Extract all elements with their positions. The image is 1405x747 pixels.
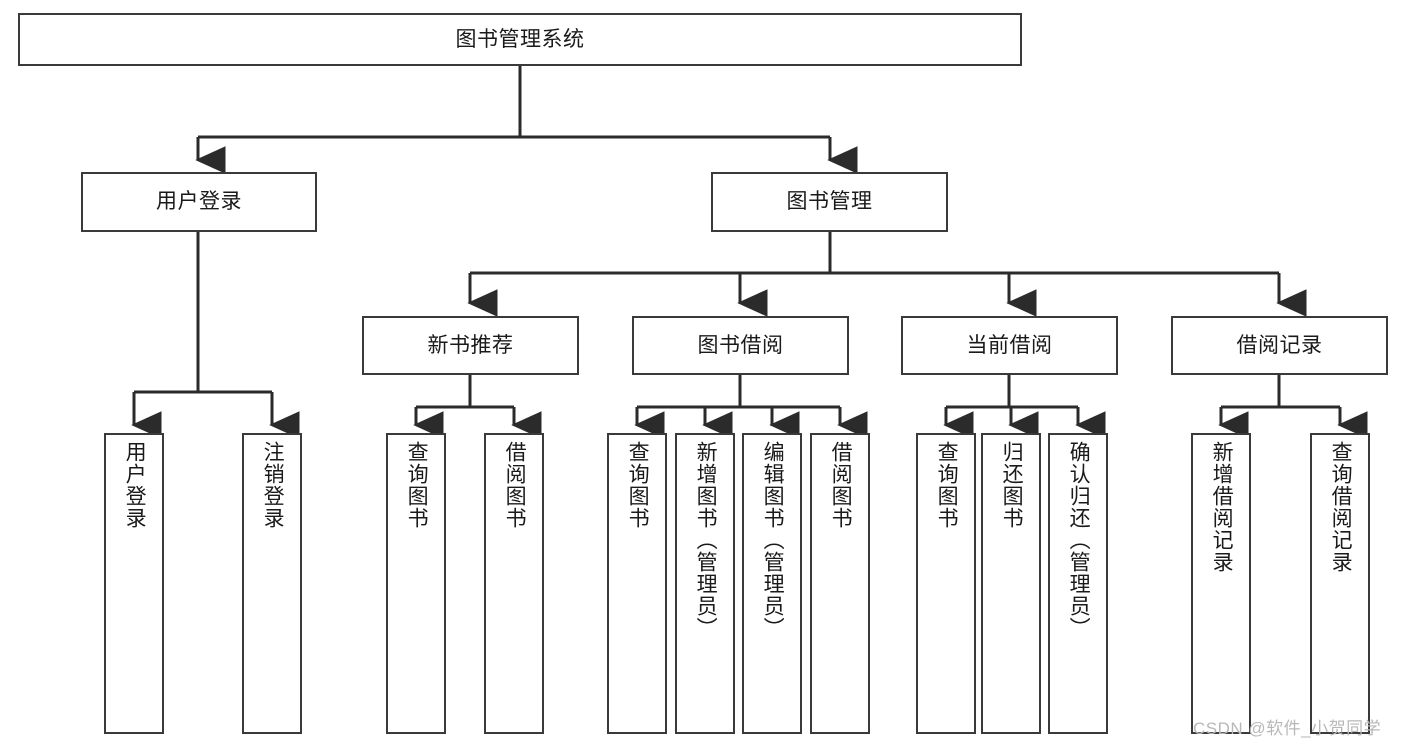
node-current-borrow-label: 当前借阅 (966, 333, 1053, 357)
leaf-user-login-signin-label: 用户登录 (123, 441, 147, 529)
node-current-borrow[interactable]: 当前借阅 (901, 316, 1118, 375)
leaf-borrow-record-add-label: 新增借阅记录 (1210, 441, 1234, 573)
node-book-management-label: 图书管理 (786, 190, 873, 214)
leaf-current-borrow-query-label: 查询图书 (935, 441, 959, 529)
leaf-borrow-record-query[interactable]: 查询借阅记录 (1310, 433, 1370, 734)
leaf-current-borrow-confirm-label: 确认归还（管理员） (1067, 441, 1091, 639)
leaf-user-login-signout[interactable]: 注销登录 (242, 433, 302, 734)
leaf-book-borrow-add[interactable]: 新增图书（管理员） (675, 433, 735, 734)
leaf-book-borrow-query[interactable]: 查询图书 (607, 433, 667, 734)
node-new-book-recommend[interactable]: 新书推荐 (362, 316, 579, 375)
leaf-current-borrow-query[interactable]: 查询图书 (916, 433, 976, 734)
leaf-new-book-query[interactable]: 查询图书 (386, 433, 446, 734)
leaf-book-borrow-add-label: 新增图书（管理员） (694, 441, 718, 639)
leaf-borrow-record-query-label: 查询借阅记录 (1329, 441, 1353, 573)
leaf-borrow-record-add[interactable]: 新增借阅记录 (1191, 433, 1251, 734)
leaf-new-book-borrow[interactable]: 借阅图书 (484, 433, 544, 734)
leaf-book-borrow-edit[interactable]: 编辑图书（管理员） (742, 433, 802, 734)
leaf-book-borrow-borrow-label: 借阅图书 (829, 441, 853, 529)
node-borrow-record[interactable]: 借阅记录 (1171, 316, 1388, 375)
node-borrow-record-label: 借阅记录 (1236, 333, 1323, 357)
watermark: CSDN @软件_小贺同学 (1193, 719, 1382, 738)
leaf-user-login-signin[interactable]: 用户登录 (104, 433, 164, 734)
leaf-new-book-query-label: 查询图书 (405, 441, 429, 529)
node-new-book-recommend-label: 新书推荐 (427, 333, 514, 357)
node-book-management[interactable]: 图书管理 (711, 172, 948, 232)
node-book-borrow[interactable]: 图书借阅 (632, 316, 849, 375)
node-user-login-label: 用户登录 (156, 190, 242, 214)
leaf-book-borrow-edit-label: 编辑图书（管理员） (761, 441, 785, 639)
leaf-book-borrow-query-label: 查询图书 (626, 441, 650, 529)
leaf-user-login-signout-label: 注销登录 (261, 441, 285, 529)
leaf-current-borrow-return-label: 归还图书 (1000, 441, 1024, 529)
node-root[interactable]: 图书管理系统 (18, 13, 1022, 66)
leaf-current-borrow-return[interactable]: 归还图书 (981, 433, 1041, 734)
leaf-book-borrow-borrow[interactable]: 借阅图书 (810, 433, 870, 734)
node-user-login[interactable]: 用户登录 (81, 172, 317, 232)
node-book-borrow-label: 图书借阅 (697, 333, 784, 357)
leaf-new-book-borrow-label: 借阅图书 (503, 441, 527, 529)
leaf-current-borrow-confirm[interactable]: 确认归还（管理员） (1048, 433, 1108, 734)
node-root-label: 图书管理系统 (455, 27, 585, 51)
